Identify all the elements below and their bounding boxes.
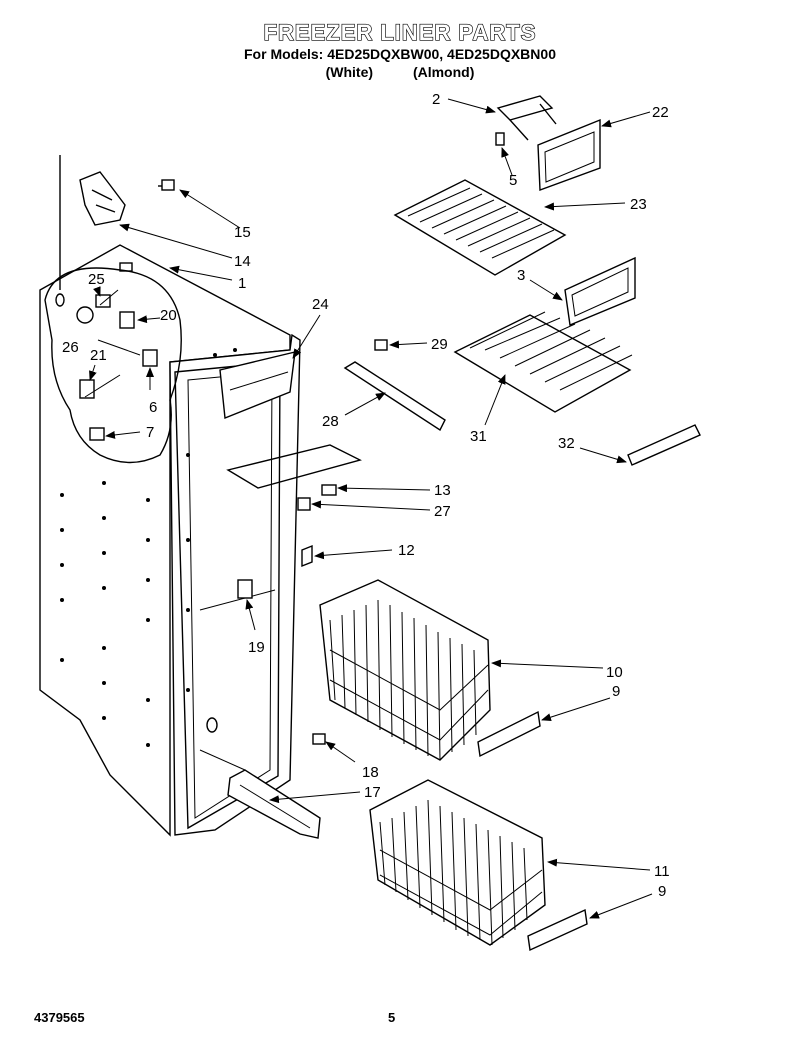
freezer-liner-cabinet bbox=[39, 155, 301, 837]
callout-15: 15 bbox=[234, 224, 251, 241]
part-23-freezer-shelf bbox=[393, 179, 567, 276]
callout-9-lower: 9 bbox=[658, 883, 666, 900]
callout-18: 18 bbox=[362, 764, 379, 781]
part-15-screw bbox=[158, 179, 175, 191]
part-32-shelf-trim bbox=[627, 424, 701, 466]
callout-27: 27 bbox=[434, 503, 451, 520]
callout-20: 20 bbox=[160, 307, 177, 324]
part-12-clip bbox=[301, 544, 313, 568]
callout-2: 2 bbox=[432, 91, 440, 108]
part-22-shelf-front bbox=[537, 118, 601, 191]
part-25-thermostat bbox=[95, 294, 111, 308]
part-31-wire-shelf bbox=[453, 311, 633, 413]
part-9-upper-basket-trim bbox=[477, 710, 541, 758]
part-9-lower-basket-trim bbox=[527, 908, 588, 952]
document-part-number: 4379565 bbox=[34, 1010, 85, 1025]
part-10-upper-basket bbox=[319, 579, 491, 761]
part-27-light-bulb bbox=[297, 497, 311, 511]
callout-31: 31 bbox=[470, 428, 487, 445]
part-24-air-deflector bbox=[219, 351, 296, 419]
callout-22: 22 bbox=[652, 104, 669, 121]
callout-28: 28 bbox=[322, 413, 339, 430]
part-19-light-socket bbox=[237, 579, 253, 599]
part-6-switch bbox=[142, 349, 158, 367]
part-29-screw bbox=[374, 339, 388, 351]
part-18-screw bbox=[312, 733, 326, 745]
color-almond-label: (Almond) bbox=[412, 64, 475, 80]
part-26-knob bbox=[76, 306, 94, 324]
part-20-sensor bbox=[119, 311, 135, 329]
callout-23: 23 bbox=[630, 196, 647, 213]
part-2-shelf-bracket bbox=[496, 95, 557, 141]
callout-6: 6 bbox=[149, 399, 157, 416]
callout-25: 25 bbox=[88, 271, 105, 288]
callout-11: 11 bbox=[654, 863, 670, 880]
callout-13: 13 bbox=[434, 482, 451, 499]
page-number: 5 bbox=[388, 1010, 396, 1025]
callout-19: 19 bbox=[248, 639, 265, 656]
callout-12: 12 bbox=[398, 542, 415, 559]
color-white-label: (White) bbox=[325, 64, 374, 80]
part-14-bracket bbox=[79, 171, 126, 226]
callout-24: 24 bbox=[312, 296, 329, 313]
callout-32: 32 bbox=[558, 435, 575, 452]
callout-3: 3 bbox=[517, 267, 525, 284]
callout-1: 1 bbox=[238, 275, 246, 292]
callout-9-upper: 9 bbox=[612, 683, 620, 700]
color-variants: (White) (Almond) bbox=[0, 64, 800, 80]
callout-29: 29 bbox=[431, 336, 448, 353]
part-11-lower-basket bbox=[369, 779, 546, 946]
leader-lines bbox=[89, 98, 653, 919]
callout-21: 21 bbox=[90, 347, 107, 364]
models-line: For Models: 4ED25DQXBW00, 4ED25DQXBN00 bbox=[244, 46, 556, 62]
part-5-screw bbox=[495, 132, 505, 146]
callout-7: 7 bbox=[146, 424, 154, 441]
part-13-light-shield bbox=[321, 484, 337, 496]
callout-26: 26 bbox=[62, 339, 79, 356]
part-3-shelf-front bbox=[564, 256, 636, 326]
sensor-and-switch-parts bbox=[76, 289, 158, 441]
callout-5: 5 bbox=[509, 172, 517, 189]
part-28-shelf-support bbox=[343, 361, 446, 432]
callout-labels: 2 22 5 23 3 15 14 1 24 29 28 31 32 13 27… bbox=[62, 91, 670, 900]
callout-17: 17 bbox=[364, 784, 381, 801]
part-7-light-socket bbox=[89, 427, 105, 441]
part-17-bottom-trim bbox=[227, 769, 321, 839]
callout-10: 10 bbox=[606, 664, 623, 681]
page-title: FREEZER LINER PARTS bbox=[263, 19, 537, 45]
callout-14: 14 bbox=[234, 253, 251, 270]
